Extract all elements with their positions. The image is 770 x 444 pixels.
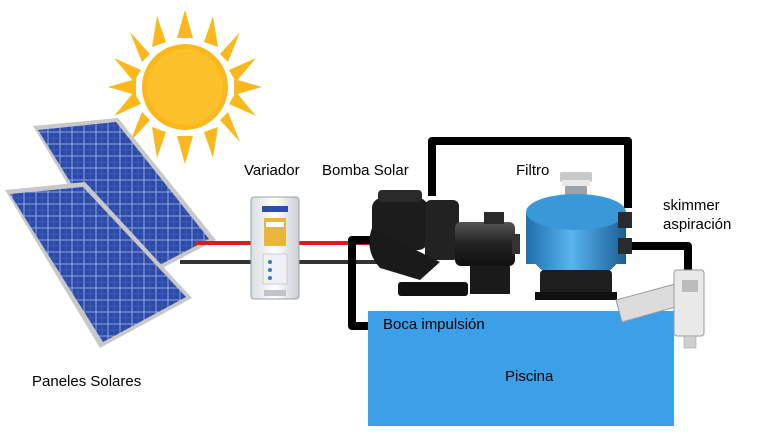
piscina-label: Piscina (505, 368, 554, 385)
solar-panel-icon (5, 182, 192, 348)
variador-label: Variador (244, 162, 300, 179)
pump-icon (369, 190, 520, 296)
bomba-solar-label: Bomba Solar (322, 162, 409, 179)
solar-panel-icon (33, 118, 216, 286)
paneles-solares-label: Paneles Solares (32, 373, 142, 390)
pool (368, 311, 674, 426)
inverter-icon (250, 196, 300, 300)
skimmer-label: skimmer (663, 197, 720, 214)
sand-filter-icon (526, 172, 632, 300)
filtro-label: Filtro (516, 162, 550, 179)
skimmer-icon (615, 269, 705, 349)
boca-impulsion-label: Boca impulsión (383, 316, 485, 333)
aspiracion-label: aspiración (663, 216, 732, 233)
sun-icon (108, 10, 262, 164)
